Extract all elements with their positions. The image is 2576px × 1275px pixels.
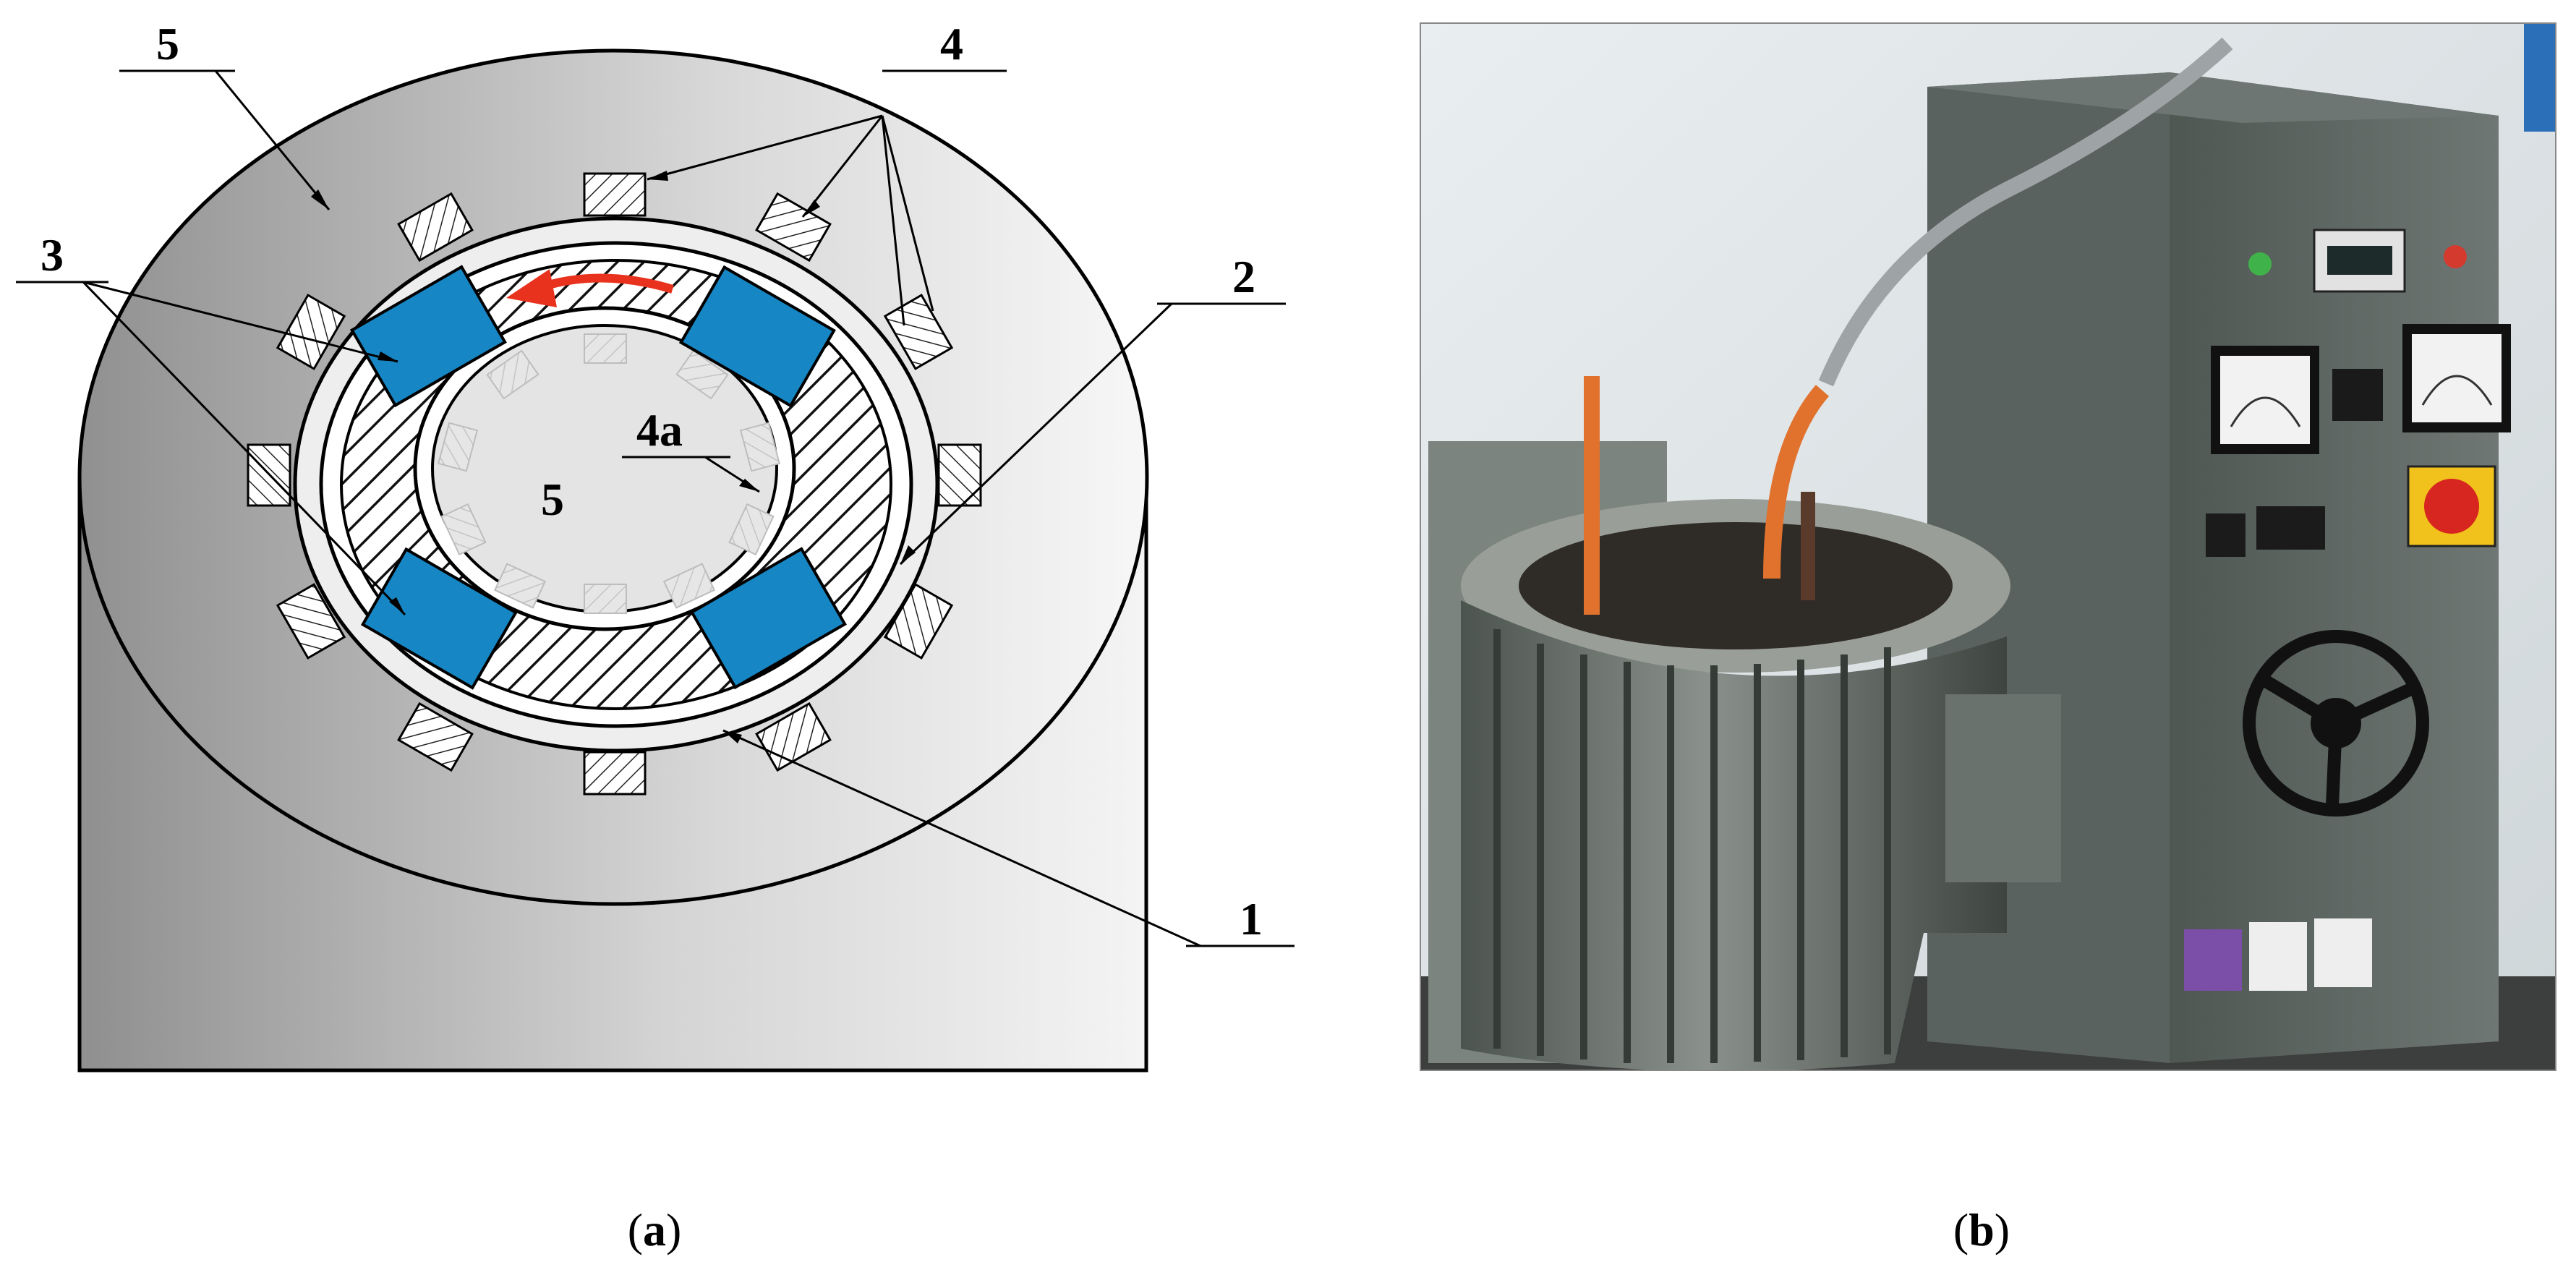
panel-a-diagram: 5 4 3 2 4a 5 1 (a) (16, 18, 1295, 1255)
tooth (397, 192, 474, 263)
terminal-box (1945, 694, 2061, 882)
test-rig (1428, 376, 2061, 1070)
cable (1818, 37, 2233, 387)
control-cabinet (1927, 72, 2511, 1063)
tooth (883, 583, 954, 660)
label-2: 2 (1232, 251, 1255, 302)
inner-teeth (437, 333, 781, 614)
inner-tooth (584, 584, 627, 614)
electrode-left (1584, 376, 1600, 615)
indicator-red (2444, 245, 2467, 268)
inner-tooth (662, 563, 716, 609)
inner-tooth (493, 563, 547, 609)
inner-tooth (584, 333, 627, 364)
tooth (583, 172, 647, 217)
photo-wall-blue-strip (2524, 23, 2556, 132)
caption-b: (b) (1953, 1204, 2010, 1255)
tooth (276, 583, 346, 660)
panel-b-photo (1420, 23, 2556, 1070)
leader-arrowheads (311, 171, 916, 743)
magnets (349, 265, 847, 690)
rod (1801, 492, 1815, 600)
inner-tooth (486, 349, 539, 400)
tooth (937, 443, 982, 507)
magnet (360, 547, 518, 690)
switch-panel (2332, 369, 2383, 421)
inner-tooth (440, 503, 487, 556)
label-4: 4 (940, 18, 963, 69)
inner-tooth (675, 349, 729, 400)
leader-lines (16, 69, 1295, 947)
label-1: 1 (1240, 893, 1263, 944)
label-5-top: 5 (156, 18, 179, 69)
tooth (583, 751, 647, 796)
tooth (397, 702, 474, 772)
rotation-arrow (506, 269, 674, 307)
label-5-inner: 5 (541, 474, 564, 525)
controller-2 (2256, 506, 2325, 550)
outer-teeth (247, 172, 982, 796)
magnet (349, 265, 507, 408)
label-4a: 4a (636, 404, 683, 456)
socket-white-1 (2249, 922, 2307, 991)
motor-body (1461, 600, 2007, 1070)
photo-frame (1420, 22, 2556, 1071)
controller-1 (2206, 513, 2246, 557)
inner-tooth (728, 503, 775, 556)
motor-ribs (1493, 629, 1891, 1063)
caption-a: (a) (628, 1204, 682, 1255)
tooth (755, 192, 832, 263)
inner-tooth (739, 422, 781, 472)
label-3: 3 (40, 229, 64, 281)
magnet (678, 265, 836, 408)
magnet (689, 547, 847, 690)
inner-tooth (437, 422, 479, 472)
socket-white-2 (2314, 918, 2372, 987)
socket-purple (2184, 929, 2242, 991)
indicator-green (2248, 252, 2272, 276)
tooth (276, 294, 346, 370)
electrode-right (1763, 385, 1830, 579)
